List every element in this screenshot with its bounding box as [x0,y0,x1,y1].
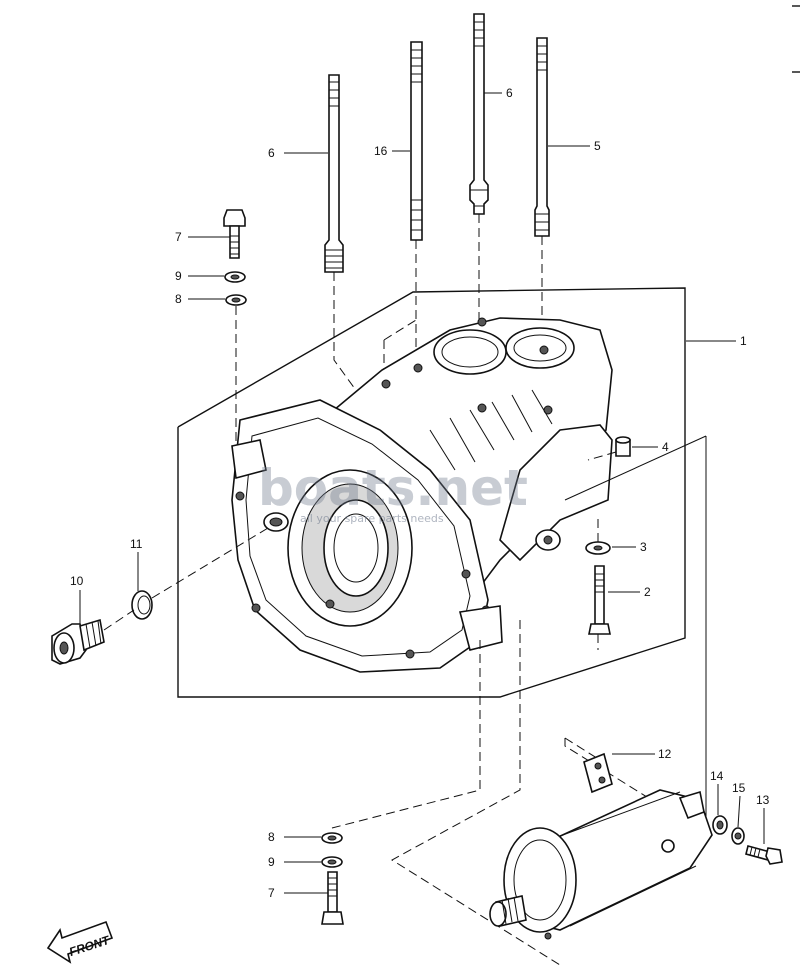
stud-bolt-5[interactable] [534,37,550,237]
label-part-6-left: 6 [268,146,275,160]
label-part-9-upper: 9 [175,269,182,283]
o-ring-11[interactable] [131,590,153,620]
guide-line [151,527,269,599]
bolt-7-upper[interactable] [223,209,246,259]
stud-bolt-6-left[interactable] [324,74,344,273]
bolt-2[interactable] [588,565,611,635]
label-part-16: 16 [374,144,388,158]
washer-14[interactable] [712,815,728,835]
washer-3[interactable] [585,541,611,555]
guide-line [564,435,707,830]
bolt-13[interactable] [745,845,783,865]
starter-motor[interactable] [489,789,713,940]
label-part-9-lower: 9 [268,855,275,869]
label-part-11: 11 [130,537,143,551]
washer-15[interactable] [731,827,745,845]
label-part-3: 3 [640,540,647,554]
bolt-7-lower[interactable] [321,871,344,925]
guide-line [391,620,561,965]
watermark-logo: boats.net [258,459,528,517]
stud-bolt-16[interactable] [410,41,423,241]
label-part-2: 2 [644,585,651,599]
plate-12[interactable] [583,752,613,794]
label-part-15: 15 [732,781,746,795]
label-part-13: 13 [756,793,770,807]
dowel-pin-4[interactable] [615,436,631,457]
assembly-boundary [177,287,686,698]
label-part-5: 5 [594,139,601,153]
washer-8-lower[interactable] [321,832,343,844]
label-part-7-upper: 7 [175,230,182,244]
drain-plug-10[interactable] [51,618,105,665]
label-part-10: 10 [70,574,84,588]
label-part-6-center: 6 [506,86,513,100]
label-part-12: 12 [658,747,672,761]
stud-bolt-6-center[interactable] [469,13,489,215]
guide-line [587,451,617,461]
guide-line [333,272,393,441]
label-part-8-upper: 8 [175,292,182,306]
watermark-tagline: all your spare parts needs [300,512,444,525]
leader-lines [79,92,765,894]
label-part-8-lower: 8 [268,830,275,844]
washer-9-lower[interactable] [321,856,343,868]
label-part-7-lower: 7 [268,886,275,900]
crankcase-housing[interactable] [231,317,613,673]
guide-line [331,640,481,829]
washer-9-upper[interactable] [224,271,246,283]
watermark: boats.net all your spare parts needs [258,459,528,525]
washer-8-upper[interactable] [225,294,247,306]
guide-line [103,609,135,631]
label-part-1: 1 [740,334,747,348]
label-part-4: 4 [662,440,669,454]
label-part-14: 14 [710,769,724,783]
front-direction-arrow: FRONT [46,920,114,964]
